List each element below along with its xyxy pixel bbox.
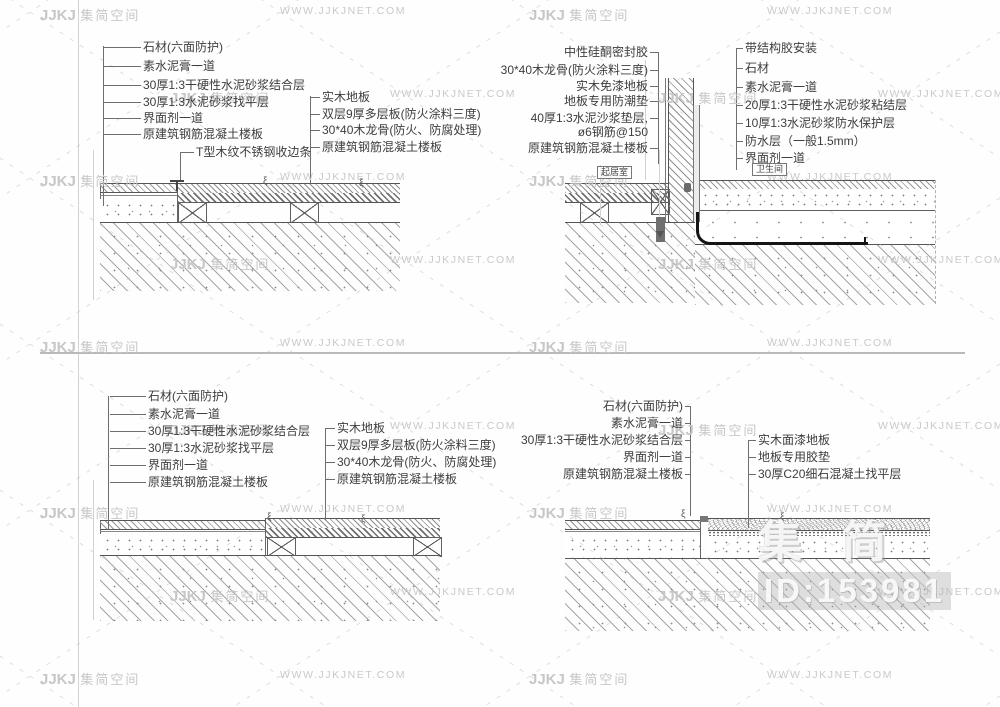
brand-watermark: JJKJ 集简空间 <box>40 671 141 688</box>
half-divider-line <box>40 352 965 354</box>
d4-squiggle-1: ξ <box>681 509 686 520</box>
site-watermark: WWW.JJKJNET.COM <box>767 171 894 183</box>
annotation-label: 界面剂一道 <box>109 458 209 472</box>
annotation-label: 40厚1:3水泥沙浆垫层, <box>530 111 659 125</box>
site-watermark: WWW.JJKJNET.COM <box>767 337 894 349</box>
annotation-label: 双层9厚多层板(防火涂料三度) <box>325 438 496 452</box>
annotation-label: 30*40木龙骨(防火、防腐处理) <box>309 123 482 137</box>
annotation-label: 双层9厚多层板(防火涂料三度) <box>310 107 481 121</box>
brand-watermark: JJKJ 集简空间 <box>170 422 271 439</box>
annotation-label: 原建筑钢筋混凝土楼板 <box>527 141 659 155</box>
brand-watermark: JJKJ 集简空间 <box>658 90 759 107</box>
annotation-label: 30厚C20细石混凝土找平层 <box>747 467 902 481</box>
annotation-label: 实木地板 <box>324 421 386 435</box>
annotation-label: 界面剂一道 <box>735 151 806 165</box>
brand-watermark: JJKJ 集简空间 <box>40 505 141 522</box>
d2-sealant-blob <box>684 183 691 192</box>
annotation-label: 石材(六面防护) <box>103 40 223 54</box>
annotation-label: 原建筑钢筋混凝土楼板 <box>324 472 458 486</box>
annotation-label: 素水泥膏一道 <box>610 416 691 430</box>
brand-watermark: JJKJ 集简空间 <box>170 588 271 605</box>
d3-squiggle-1: ξ <box>267 512 272 523</box>
annotation-label: 素水泥膏一道 <box>735 80 818 94</box>
brand-watermark: JJKJ 集简空间 <box>40 173 141 190</box>
d2-waterproof-end-tick <box>864 237 866 244</box>
annotation-label: 原建筑钢筋混凝土楼板 <box>109 475 269 489</box>
d3-squiggle-2: ξ <box>361 514 366 525</box>
room-label-bath: 卫生间 <box>752 163 788 176</box>
annotation-label: 实木免漆地板 <box>575 79 659 93</box>
annotation-label: 素水泥膏一道 <box>102 59 216 73</box>
brand-watermark: JJKJ 集简空间 <box>170 256 271 273</box>
annotation-label: ø6钢筋@150 <box>577 125 648 139</box>
site-watermark: WWW.JJKJNET.COM <box>878 88 1000 100</box>
site-watermark: WWW.JJKJNET.COM <box>878 586 1000 598</box>
annotation-label: 界面剂一道 <box>622 450 691 464</box>
d1-squiggle-1: ξ <box>263 176 268 187</box>
annotation-label: 30厚1:3干硬性水泥砂浆结合层 <box>102 78 306 92</box>
d4-edge-strip <box>700 516 708 522</box>
site-watermark: WWW.JJKJNET.COM <box>280 503 407 515</box>
site-watermark: WWW.JJKJNET.COM <box>390 88 517 100</box>
annotation-label: 实木地板 <box>309 90 371 104</box>
brand-watermark: JJKJ 集简空间 <box>529 339 630 356</box>
annotation-label: 20厚1:3干硬性水泥砂浆粘结层 <box>735 98 908 112</box>
annotation-label: 原建筑钢筋混凝土楼板 <box>562 467 691 481</box>
annotation-label: 原建筑钢筋混凝土楼板 <box>309 140 443 154</box>
brand-watermark: JJKJ 集简空间 <box>40 339 141 356</box>
annotation-label: 30*40木龙骨(防火涂料三度) <box>500 63 659 77</box>
brand-watermark: JJKJ 集简空间 <box>529 7 630 24</box>
annotation-label: 石材 <box>735 61 770 75</box>
room-label-living: 起居室 <box>597 166 633 179</box>
d1-t-profile-stem <box>176 182 178 191</box>
annotation-label: 防水层（一般1.5mm） <box>736 134 866 148</box>
annotation-label: 素水泥膏一道 <box>109 407 221 421</box>
site-watermark: WWW.JJKJNET.COM <box>390 420 517 432</box>
brand-watermark: JJKJ 集简空间 <box>658 256 759 273</box>
d2-anchor-bar <box>656 217 665 242</box>
site-watermark: WWW.JJKJNET.COM <box>767 5 894 17</box>
site-watermark: WWW.JJKJNET.COM <box>280 171 407 183</box>
brand-watermark: JJKJ 集简空间 <box>170 90 271 107</box>
annotation-label: 地板专用胶垫 <box>747 450 831 464</box>
site-watermark: WWW.JJKJNET.COM <box>878 254 1000 266</box>
site-watermark: WWW.JJKJNET.COM <box>390 586 517 598</box>
site-watermark: WWW.JJKJNET.COM <box>767 503 894 515</box>
brand-watermark: JJKJ 集简空间 <box>529 671 630 688</box>
d2-anchor-arrow <box>656 231 664 242</box>
brand-watermark: JJKJ 集简空间 <box>529 505 630 522</box>
site-watermark: WWW.JJKJNET.COM <box>280 5 407 17</box>
annotation-label: 30厚1:3干硬性水泥砂浆结合层 <box>520 433 691 447</box>
annotation-label: 原建筑钢筋混凝土楼板 <box>102 127 264 141</box>
brand-watermark: JJKJ 集简空间 <box>658 422 759 439</box>
annotation-label: 中性硅酮密封胶 <box>563 45 659 59</box>
annotation-label: 30*40木龙骨(防火、防腐处理) <box>324 455 497 469</box>
annotation-label: 实木面漆地板 <box>747 433 831 447</box>
annotation-label: 地板专用防潮垫 <box>563 94 659 108</box>
annotation-label: 带结构胶安装 <box>735 41 818 55</box>
annotation-label: 30厚1:3水泥砂浆找平层 <box>109 441 275 455</box>
annotation-label: 30厚1:3干硬性水泥砂浆结合层 <box>109 424 311 438</box>
d2-waterproof-membrane <box>696 212 868 245</box>
site-watermark: WWW.JJKJNET.COM <box>767 669 894 681</box>
site-watermark: WWW.JJKJNET.COM <box>280 337 407 349</box>
annotation-label: 石材(六面防护) <box>110 389 228 403</box>
d1-t-profile-cap <box>170 180 184 182</box>
annotation-label: T型木纹不锈钢收边条 <box>179 145 312 159</box>
brand-watermark: JJKJ 集简空间 <box>658 588 759 605</box>
annotation-label: 界面剂一道 <box>102 111 204 125</box>
d1-squiggle-2: ξ <box>359 178 364 189</box>
annotation-label: 30厚1:3水泥砂浆找平层 <box>102 95 270 109</box>
brand-watermark: JJKJ 集简空间 <box>40 7 141 24</box>
annotation-label: 10厚1:3水泥砂浆防水保护层 <box>735 116 896 130</box>
d2-wall-stone-cladding <box>693 105 700 222</box>
site-watermark: WWW.JJKJNET.COM <box>280 669 407 681</box>
d4-squiggle-2: ξ <box>780 512 785 523</box>
site-watermark: WWW.JJKJNET.COM <box>878 420 1000 432</box>
site-watermark: WWW.JJKJNET.COM <box>390 254 517 266</box>
annotation-label: 石材(六面防护) <box>603 399 690 413</box>
